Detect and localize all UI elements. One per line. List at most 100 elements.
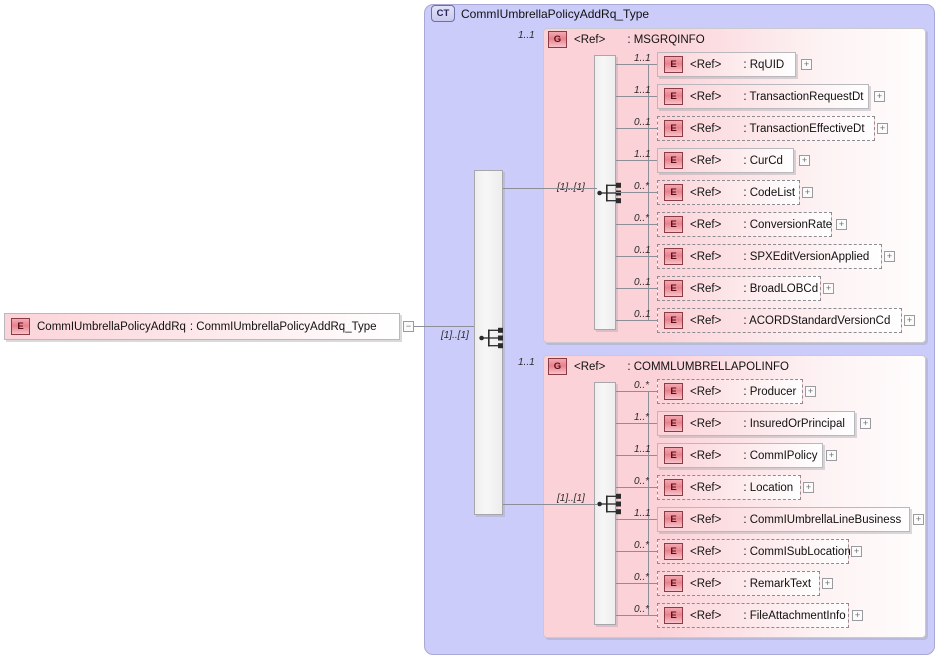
element-ref: <Ref> (690, 58, 722, 71)
element-ref: <Ref> (690, 513, 722, 526)
element-ref: <Ref> (690, 154, 722, 167)
element-expand-toggle[interactable]: + (884, 251, 895, 262)
element-node[interactable]: E <Ref> : BroadLOBCd (657, 276, 821, 301)
element-name: : CommIUmbrellaLineBusiness (743, 513, 902, 526)
element-node[interactable]: E <Ref> : InsuredOrPrincipal (657, 411, 855, 436)
connector-child (616, 224, 657, 225)
element-name: : CodeList (743, 186, 796, 199)
element-node[interactable]: E <Ref> : TransactionRequestDt (657, 84, 869, 109)
element-ref: <Ref> (690, 545, 722, 558)
element-node[interactable]: E <Ref> : RemarkText (657, 571, 820, 596)
element-expand-toggle[interactable]: + (836, 219, 847, 230)
element-ref: <Ref> (690, 90, 722, 103)
group-name-1: : COMMLUMBRELLAPOLINFO (627, 360, 789, 373)
element-ref: <Ref> (690, 385, 722, 398)
element-node[interactable]: E <Ref> : Producer (657, 379, 803, 404)
group-ref-0: <Ref> (574, 33, 606, 46)
element-node[interactable]: E <Ref> : ConversionRate (657, 212, 832, 237)
connector-child (616, 96, 657, 97)
root-element-node[interactable]: E CommIUmbrellaPolicyAddRq : CommIUmbrel… (4, 313, 400, 340)
element-cardinality: 0..* (634, 476, 650, 487)
group-header-1[interactable]: G <Ref> : COMMLUMBRELLAPOLINFO (548, 358, 789, 375)
element-cardinality: 0..* (634, 213, 650, 224)
element-name: : ConversionRate (743, 218, 833, 231)
element-node[interactable]: E <Ref> : CodeList (657, 180, 800, 205)
element-cardinality: 1..* (634, 412, 650, 423)
element-node[interactable]: E <Ref> : SPXEditVersionApplied (657, 244, 882, 269)
group-ref-1: <Ref> (574, 360, 606, 373)
connector-child (616, 583, 657, 584)
element-badge-icon: E (664, 120, 683, 137)
element-badge-icon: E (664, 184, 683, 201)
connector-child (616, 487, 657, 488)
element-expand-toggle[interactable]: + (904, 315, 915, 326)
sequence-compositor-icon (597, 493, 621, 515)
root-element-type: : CommIUmbrellaPolicyAddRq_Type (189, 320, 377, 333)
child-rail-1 (648, 391, 649, 616)
element-expand-toggle[interactable]: + (803, 482, 814, 493)
element-name: : ACORDStandardVersionCd (743, 314, 891, 327)
group-sequence-cardinality-1: [1]..[1] (557, 493, 585, 504)
element-expand-toggle[interactable]: + (877, 123, 888, 134)
element-cardinality: 0..1 (634, 309, 651, 320)
element-cardinality: 1..1 (634, 444, 651, 455)
element-cardinality: 0..* (634, 181, 650, 192)
element-ref: <Ref> (690, 481, 722, 494)
element-name: : RqUID (743, 58, 785, 71)
element-expand-toggle[interactable]: + (852, 610, 863, 621)
element-name: : FileAttachmentInfo (743, 609, 846, 622)
element-name: : RemarkText (743, 577, 812, 590)
element-expand-toggle[interactable]: + (805, 386, 816, 397)
element-node[interactable]: E <Ref> : Location (657, 475, 801, 500)
element-expand-toggle[interactable]: + (822, 578, 833, 589)
element-ref: <Ref> (690, 609, 722, 622)
connector-child (616, 615, 657, 616)
element-node[interactable]: E <Ref> : TransactionEffectiveDt (657, 116, 875, 141)
element-node[interactable]: E <Ref> : CurCd (657, 148, 794, 173)
root-collapse-toggle[interactable]: − (403, 321, 414, 332)
connector-child (616, 192, 657, 193)
element-badge-icon: E (664, 88, 683, 105)
element-cardinality: 0..1 (634, 277, 651, 288)
element-badge-icon: E (664, 415, 683, 432)
group-header-0[interactable]: G <Ref> : MSGRQINFO (548, 31, 705, 48)
connector-sequence-to-group-0 (503, 188, 543, 189)
element-node[interactable]: E <Ref> : CommIPolicy (657, 443, 823, 468)
element-expand-toggle[interactable]: + (860, 418, 871, 429)
element-cardinality: 1..1 (634, 53, 651, 64)
element-expand-toggle[interactable]: + (801, 59, 812, 70)
element-cardinality: 0..* (634, 380, 650, 391)
element-expand-toggle[interactable]: + (799, 155, 810, 166)
element-node[interactable]: E <Ref> : FileAttachmentInfo (657, 603, 849, 628)
element-name: : Producer (743, 385, 797, 398)
element-name: : BroadLOBCd (743, 282, 819, 295)
element-ref: <Ref> (690, 186, 722, 199)
element-node[interactable]: E <Ref> : ACORDStandardVersionCd (657, 308, 902, 333)
group-cardinality-1: 1..1 (518, 357, 535, 368)
element-expand-toggle[interactable]: + (826, 450, 837, 461)
element-expand-toggle[interactable]: + (913, 514, 924, 525)
element-cardinality: 1..1 (634, 508, 651, 519)
element-ref: <Ref> (690, 282, 722, 295)
element-cardinality: 1..1 (634, 149, 651, 160)
group-cardinality-0: 1..1 (518, 30, 535, 41)
element-badge-icon: E (664, 607, 683, 624)
connector-child (616, 288, 657, 289)
element-ref: <Ref> (690, 577, 722, 590)
sequence-compositor-icon (597, 182, 621, 204)
element-cardinality: 0..1 (634, 117, 651, 128)
element-expand-toggle[interactable]: + (802, 187, 813, 198)
element-name: : TransactionRequestDt (743, 90, 864, 103)
element-node[interactable]: E <Ref> : CommIUmbrellaLineBusiness (657, 507, 910, 532)
root-cardinality: [1]..[1] (441, 330, 469, 341)
element-expand-toggle[interactable]: + (851, 546, 862, 557)
element-expand-toggle[interactable]: + (823, 283, 834, 294)
element-node[interactable]: E <Ref> : CommISubLocation (657, 539, 851, 564)
element-name: : CurCd (743, 154, 783, 167)
element-node[interactable]: E <Ref> : RqUID (657, 52, 796, 77)
element-name: : Location (743, 481, 794, 494)
element-badge-icon: E (664, 511, 683, 528)
element-ref: <Ref> (690, 449, 722, 462)
group-badge-icon: G (548, 358, 567, 375)
element-expand-toggle[interactable]: + (874, 91, 885, 102)
